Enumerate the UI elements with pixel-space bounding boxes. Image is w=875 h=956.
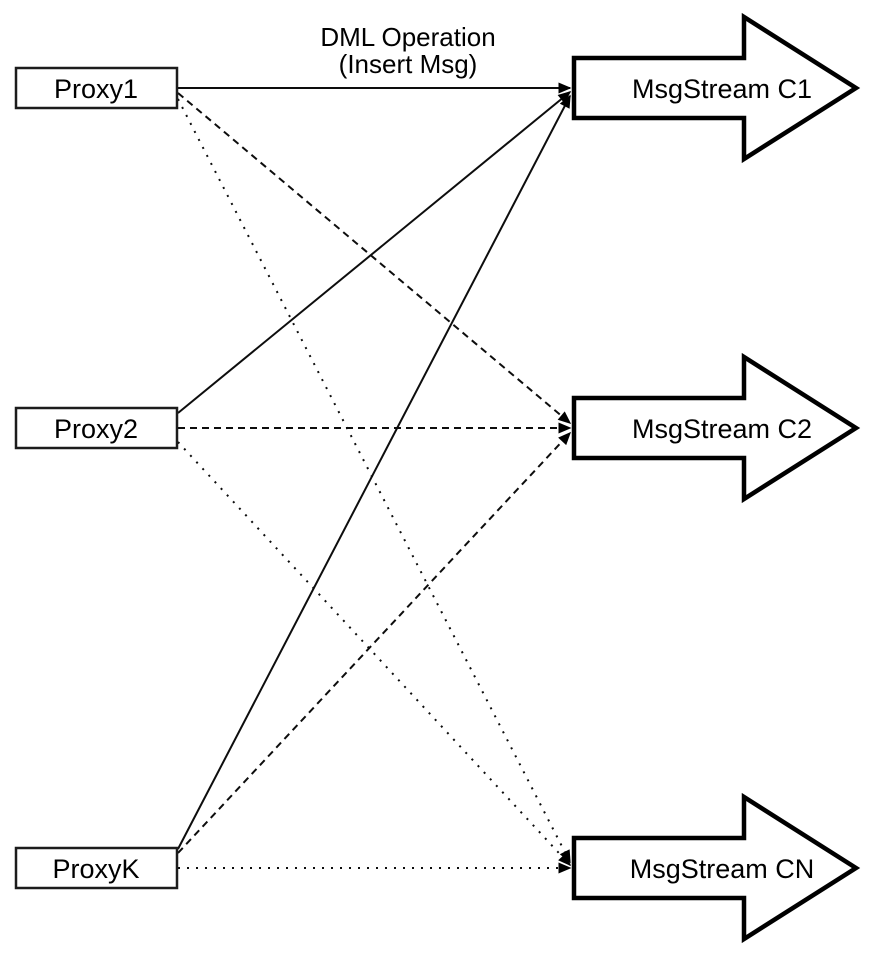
edge-proxyk-c2 <box>177 431 572 854</box>
proxy2-label: Proxy2 <box>54 414 138 444</box>
msgstream-c2-label: MsgStream C2 <box>632 414 812 444</box>
edge-proxyk-c1 <box>177 94 571 850</box>
node-proxyk: ProxyK <box>14 846 179 890</box>
edge-proxy1-c2 <box>177 92 572 424</box>
msgstream-c1-arrow-shape <box>571 12 861 164</box>
proxy2-box <box>14 406 179 450</box>
proxy1-box <box>14 66 179 110</box>
msgstream-cn-arrow-shape <box>571 792 861 944</box>
edge-group <box>177 82 572 874</box>
node-msgstream-cn: MsgStream CN <box>571 792 861 944</box>
msgstream-c2-arrow-shape <box>571 352 861 504</box>
msgstream-c1-label: MsgStream C1 <box>632 74 812 104</box>
proxy1-label: Proxy1 <box>54 74 138 104</box>
edge-proxy2-c1 <box>177 91 572 414</box>
diagram-title: DML Operation (Insert Msg) <box>320 22 495 79</box>
msgstream-cn-label: MsgStream CN <box>630 854 815 884</box>
proxyk-label: ProxyK <box>52 854 139 884</box>
node-msgstream-c1: MsgStream C1 <box>571 12 861 164</box>
diagram-title-line2: (Insert Msg) <box>339 49 478 79</box>
edge-proxy2-cn <box>177 441 572 867</box>
edge-proxy1-cn <box>177 98 571 864</box>
node-proxy1: Proxy1 <box>14 66 179 110</box>
node-msgstream-c2: MsgStream C2 <box>571 352 861 504</box>
proxyk-box <box>14 846 179 890</box>
node-proxy2: Proxy2 <box>14 406 179 450</box>
diagram-title-line1: DML Operation <box>320 22 495 52</box>
